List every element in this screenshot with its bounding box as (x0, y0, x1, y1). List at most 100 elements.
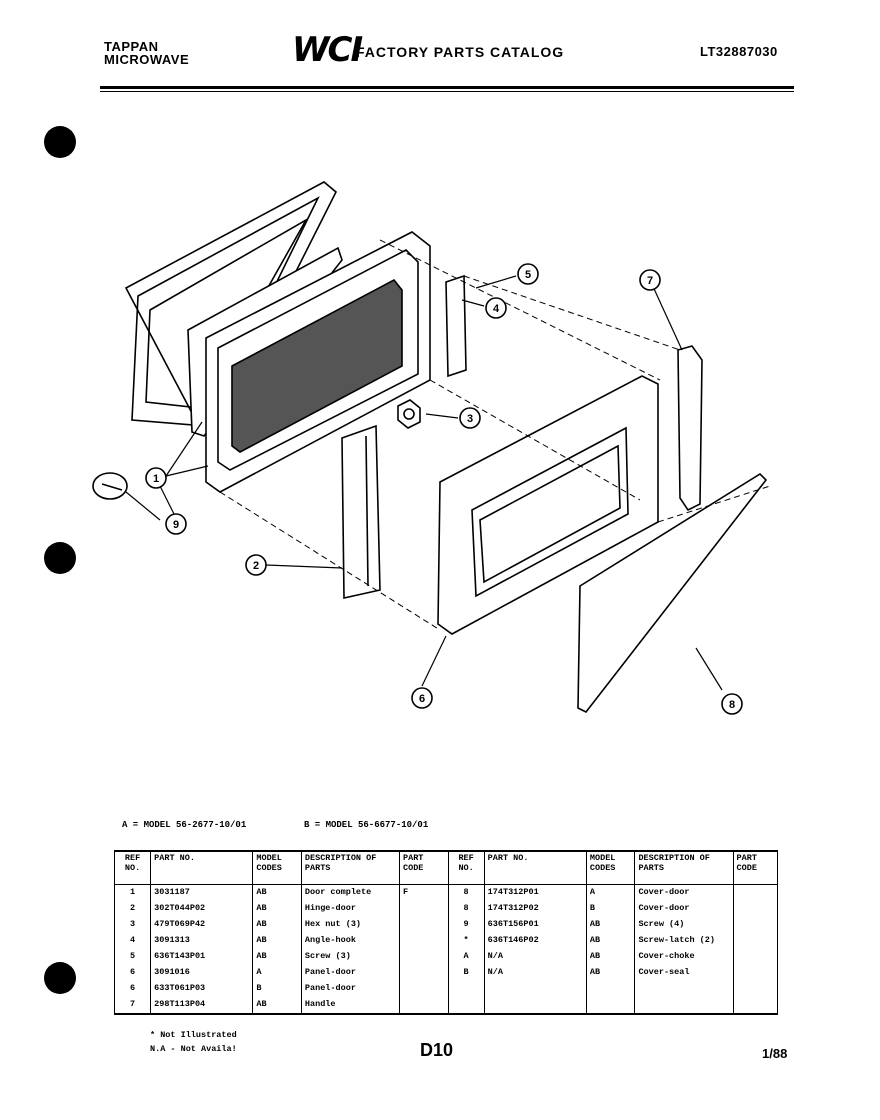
cell-code (732, 981, 779, 997)
cell-code (732, 949, 779, 965)
cell-desc: Cover-choke (634, 949, 734, 965)
parts-table: REF NO. PART NO. MODEL CODES DESCRIPTION… (113, 850, 779, 1015)
cell-ref: 5 (113, 949, 152, 965)
cell-model: AB (252, 884, 302, 901)
cell-part: 174T312P02 (483, 901, 587, 917)
cell-part (483, 981, 587, 997)
hex-nut-part (397, 399, 421, 429)
cell-ref: 9 (447, 917, 485, 933)
cell-code (732, 917, 779, 933)
angle-hook-part (445, 274, 467, 378)
svg-text:2: 2 (253, 560, 259, 572)
cell-code (399, 917, 449, 933)
cell-part: 479T069P42 (150, 917, 254, 933)
cell-ref: 1 (113, 884, 152, 901)
cell-desc: Angle-hook (300, 933, 401, 949)
cell-desc: Screw (4) (634, 917, 734, 933)
callout-2: 2 (245, 554, 267, 576)
cell-part: N/A (483, 949, 587, 965)
callout-circles: 1 2 3 4 5 6 7 8 9 (145, 263, 743, 715)
cell-model: AB (585, 965, 636, 981)
cell-model: B (252, 981, 302, 997)
cell-desc: Cover-seal (634, 965, 734, 981)
cell-part (483, 997, 587, 1015)
brand-line-2: MICROWAVE (104, 52, 190, 67)
header-desc-right: DESCRIPTION OF PARTS (634, 850, 734, 885)
footnote-not-available: N.A - Not Availa! (150, 1044, 237, 1054)
callout-6: 6 (411, 687, 433, 709)
header-desc-left: DESCRIPTION OF PARTS (300, 850, 401, 885)
cell-model: A (585, 884, 636, 901)
cell-model: B (585, 901, 636, 917)
binder-hole-bottom (44, 962, 76, 994)
cell-part: 3031187 (150, 884, 254, 901)
cell-part: 174T312P01 (483, 884, 587, 901)
header-rule (100, 86, 794, 92)
cell-part: 3091313 (150, 933, 254, 949)
callout-9: 9 (165, 513, 187, 535)
door-assembly-part (205, 231, 431, 493)
cell-code (399, 981, 449, 997)
header-part-left: PART NO. (150, 850, 254, 885)
cell-ref: 4 (113, 933, 152, 949)
cell-model: AB (585, 949, 636, 965)
screw-part (92, 472, 128, 500)
page-number: D10 (420, 1040, 454, 1060)
binder-hole-middle (44, 542, 76, 574)
cell-part: 298T113P04 (150, 997, 254, 1015)
svg-text:3: 3 (467, 413, 473, 425)
header-code-right: PART CODE (732, 850, 779, 885)
svg-text:1: 1 (153, 473, 159, 485)
handle-part (677, 345, 703, 512)
cell-code (399, 997, 449, 1015)
cell-ref: * (447, 933, 485, 949)
header-part-right: PART NO. (483, 850, 587, 885)
callout-5: 5 (517, 263, 539, 285)
cell-model: AB (252, 933, 302, 949)
svg-text:8: 8 (729, 699, 735, 711)
cell-code (732, 901, 779, 917)
cell-desc: Screw (3) (300, 949, 401, 965)
svg-text:6: 6 (419, 693, 425, 705)
cell-ref: 3 (113, 917, 152, 933)
table-header-row: REF NO. PART NO. MODEL CODES DESCRIPTION… (113, 850, 779, 885)
wci-logo: WCI (292, 30, 363, 70)
cell-part: 302T044P02 (150, 901, 254, 917)
cell-ref: 6 (113, 981, 152, 997)
model-key-b: B = MODEL 56-6677-10/01 (304, 820, 429, 830)
header-model-right: MODEL CODES (585, 850, 636, 885)
cell-model (585, 997, 636, 1015)
hinge-part (341, 424, 381, 599)
header-code-left: PART CODE (399, 850, 449, 885)
cell-model: AB (252, 917, 302, 933)
cell-desc: Cover-door (634, 884, 734, 901)
cell-code: F (399, 884, 449, 901)
cell-code (399, 933, 449, 949)
cell-desc: Door complete (300, 884, 401, 901)
cell-code (399, 901, 449, 917)
cell-ref: 2 (113, 901, 152, 917)
cell-model: AB (585, 933, 636, 949)
cell-ref: 6 (113, 965, 152, 981)
cell-part: 636T146P02 (483, 933, 587, 949)
cell-model: AB (252, 949, 302, 965)
cell-code (732, 965, 779, 981)
cell-desc: Hinge-door (300, 901, 401, 917)
cell-desc (634, 997, 734, 1015)
cell-part: 636T143P01 (150, 949, 254, 965)
header-ref-right: REF NO. (447, 850, 485, 885)
callout-4: 4 (485, 297, 507, 319)
cell-code (732, 884, 779, 901)
binder-hole-top (44, 126, 76, 158)
document-number: LT32887030 (700, 44, 778, 59)
callout-8: 8 (721, 693, 743, 715)
cell-ref: 8 (447, 884, 485, 901)
cell-code (732, 933, 779, 949)
cell-desc: Cover-door (634, 901, 734, 917)
cell-desc: Hex nut (3) (300, 917, 401, 933)
